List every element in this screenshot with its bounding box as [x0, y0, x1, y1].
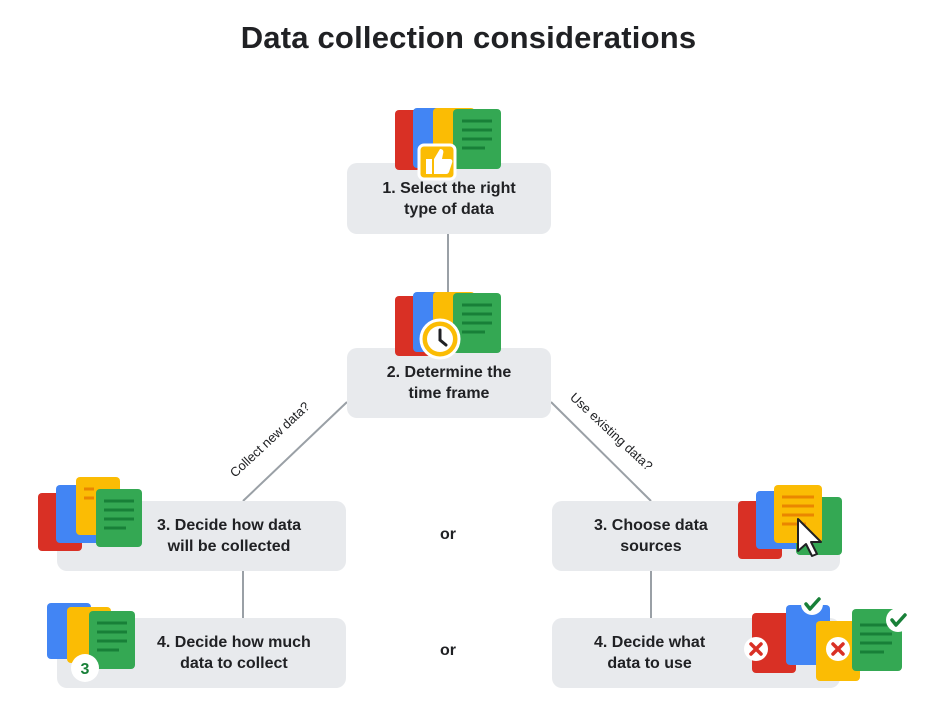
document-stack-clock-icon [395, 292, 501, 360]
thumbs-up-icon [417, 143, 457, 181]
or-label-bottom: or [440, 642, 456, 659]
or-label-top: or [440, 526, 456, 543]
document-stack-thumbs-up-icon [395, 108, 501, 181]
document-stack-cursor-icon [738, 485, 842, 559]
step-1-box: 1. Select the right type of data [347, 163, 551, 234]
document-selection-icon [744, 593, 910, 681]
step-2-box: 2. Determine the time frame [347, 348, 551, 418]
cursor-icon [797, 518, 822, 557]
step-4-right-label: 4. Decide what data to use [594, 634, 706, 672]
document-stack-icon [38, 477, 142, 551]
step-1-label: 1. Select the right type of data [382, 179, 516, 218]
clock-icon [419, 318, 461, 360]
document-stack-number-icon: 3 [47, 603, 135, 682]
number-badge [71, 654, 99, 682]
line-step2-left [242, 401, 348, 502]
cross-icon [826, 637, 850, 661]
diagram-title: Data collection considerations [240, 20, 697, 55]
cross-icon [744, 637, 768, 661]
number-badge-text: 3 [81, 661, 90, 678]
check-icon [886, 608, 910, 632]
step-2-label: 2. Determine the time frame [386, 364, 512, 402]
step-3-left-label: 3. Decide how data will be collected [157, 517, 302, 555]
step-4-left-label: 4. Decide how much data to collect [157, 634, 311, 672]
check-icon [801, 593, 823, 615]
step-3-right-label: 3. Choose data sources [594, 517, 708, 555]
line-step2-right [550, 401, 652, 502]
